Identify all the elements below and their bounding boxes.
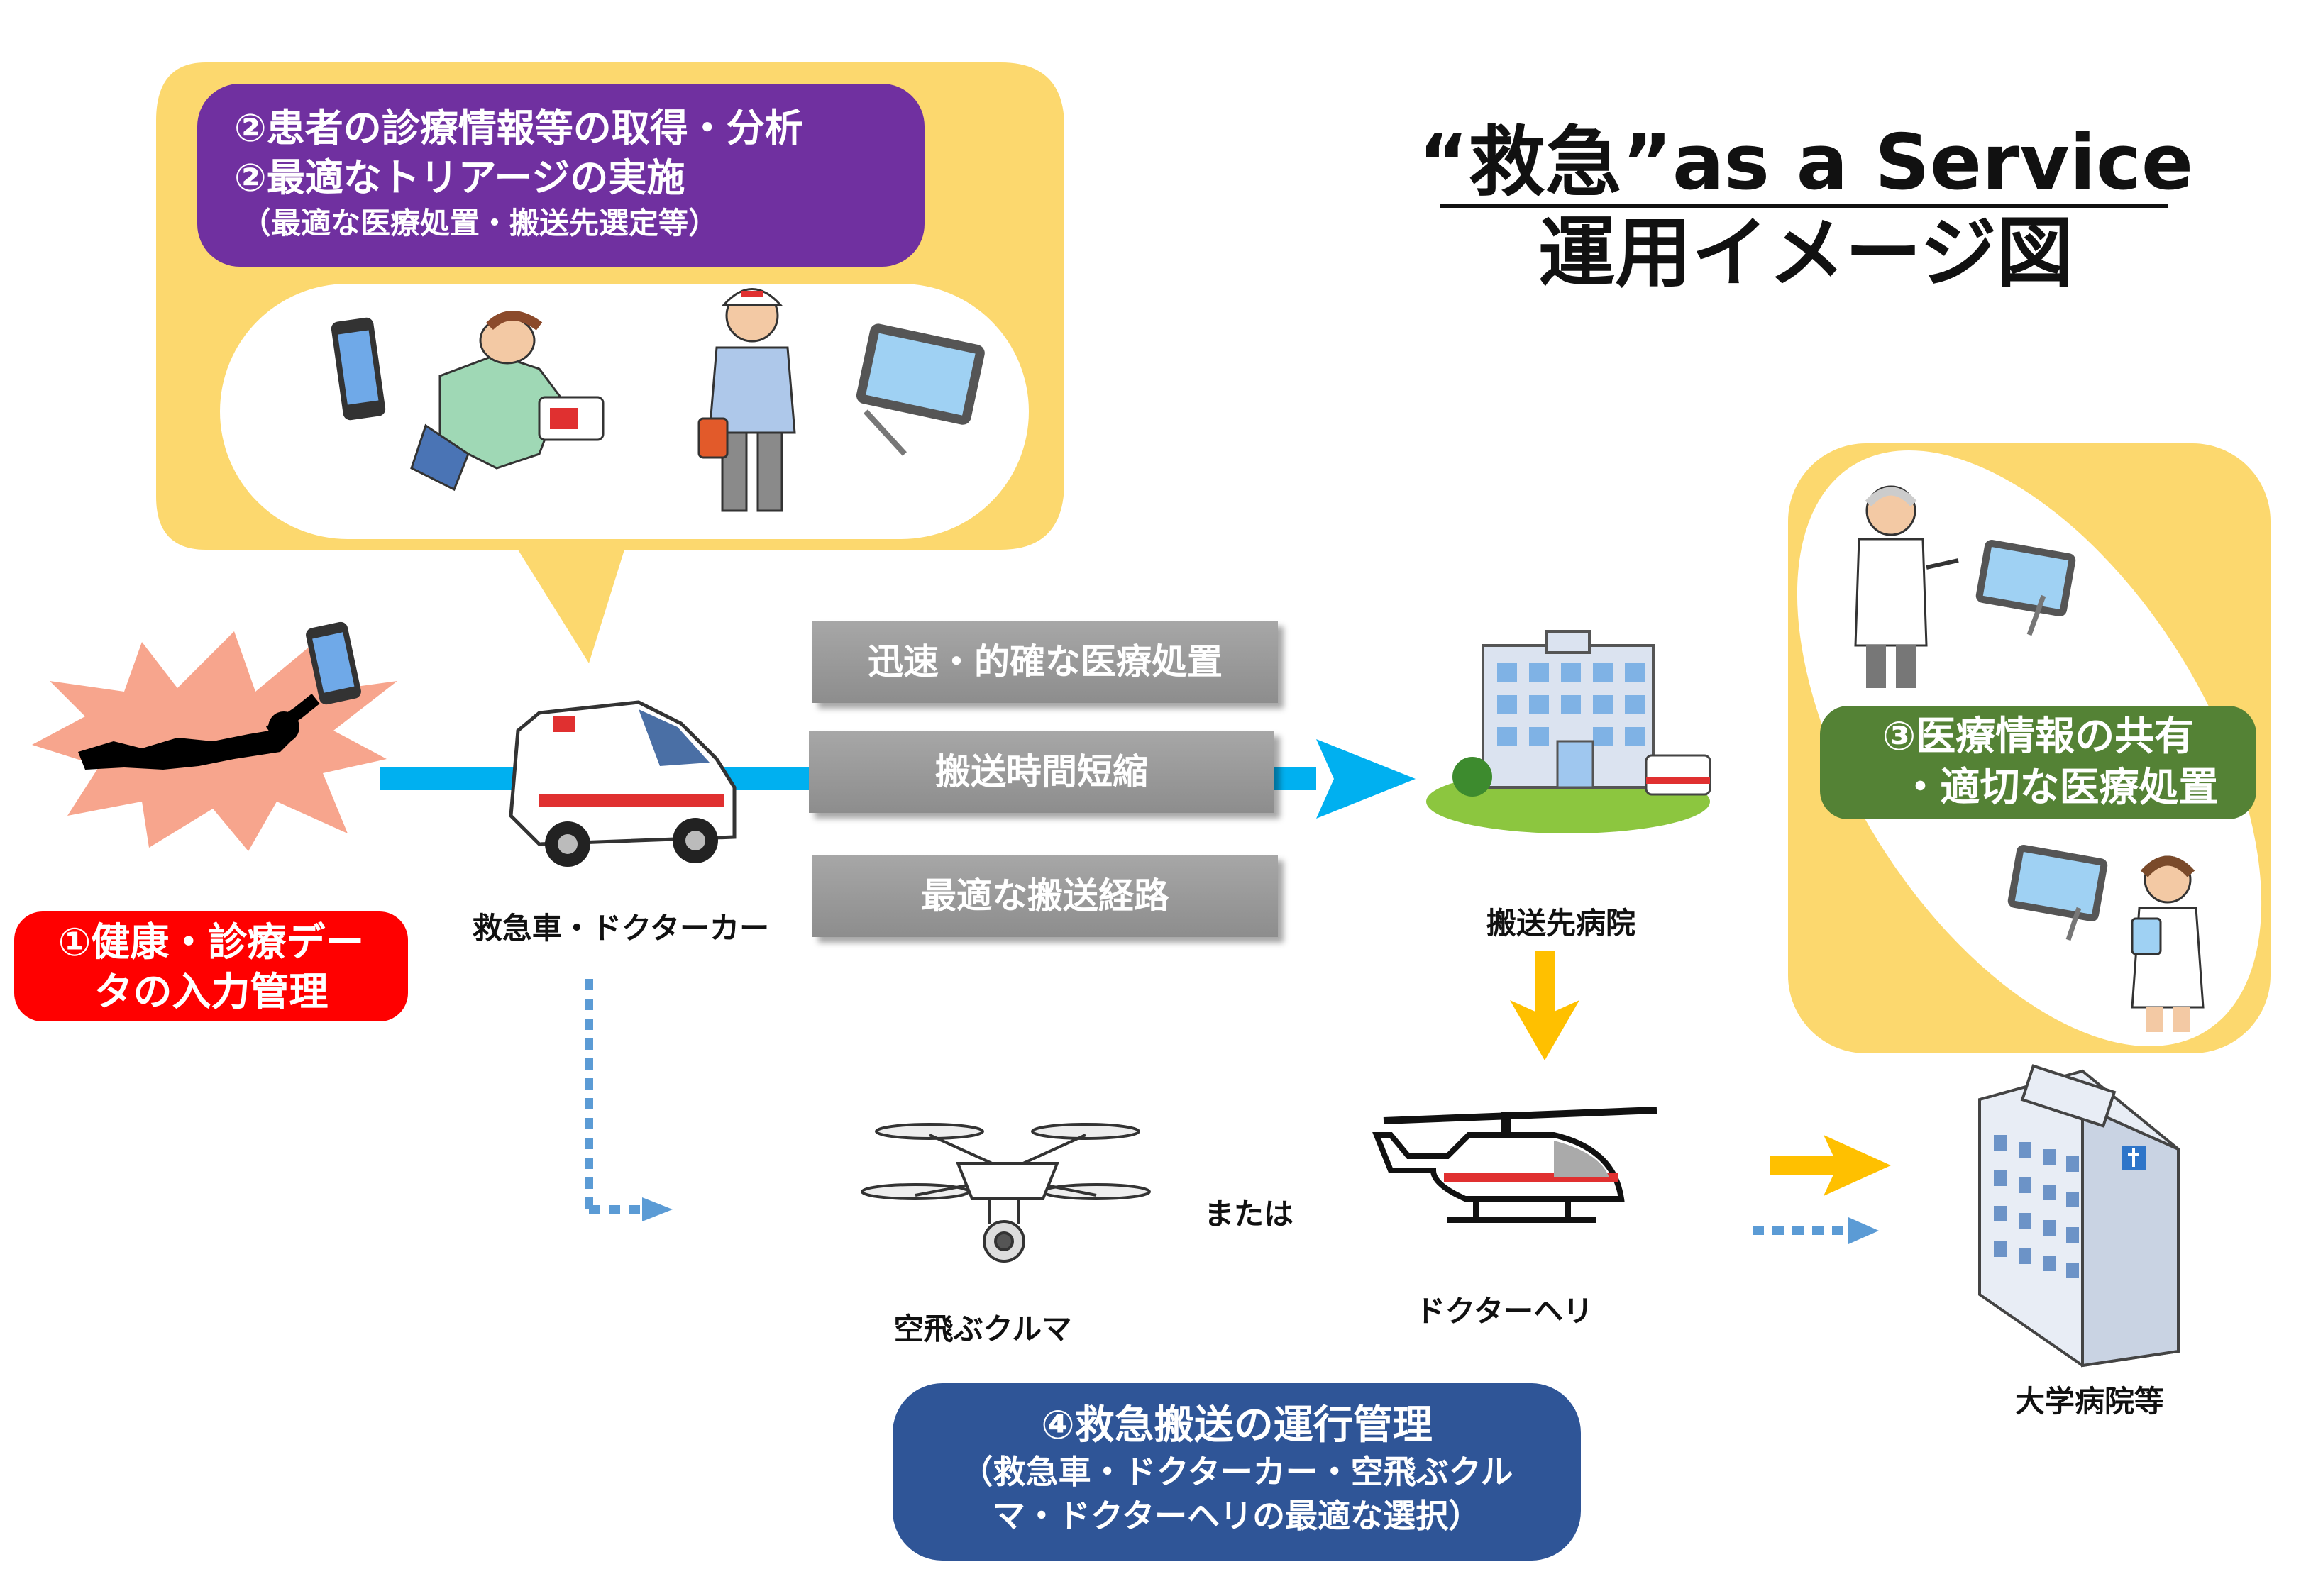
step4-line3: マ・ドクターヘリの最適な選択） <box>992 1497 1482 1535</box>
university-hospital-icon <box>1978 1064 2180 1368</box>
step1-line1: ①健康・診療デー <box>57 919 365 965</box>
benefit-shorter-transport: 搬送時間短縮 <box>809 731 1274 813</box>
step1-line2: タの入力管理 <box>94 969 329 1014</box>
university-hospital-label: 大学病院等 <box>2014 1384 2164 1419</box>
title-line2: 運用イメージ図 <box>1538 209 2073 298</box>
step2-line1: ②患者の診療情報等の取得・分析 <box>234 106 803 150</box>
step2-line3: （最適な医療処置・搬送先選定等） <box>241 206 719 240</box>
title-line1: “救急”as a Service <box>1418 118 2194 207</box>
page-title: “救急”as a Service 運用イメージ図 <box>1405 121 2207 301</box>
benefit-optimal-route: 最適な搬送経路 <box>812 855 1278 937</box>
tablet-icon-bubble <box>856 323 985 456</box>
or-label: または <box>1203 1197 1293 1231</box>
step3-box: ③医療情報の共有 ・適切な医療処置 <box>1820 706 2256 819</box>
helicopter-label: ドクターヘリ <box>1415 1294 1594 1329</box>
collapsed-person-icon <box>32 631 397 851</box>
destination-hospital-label: 搬送先病院 <box>1486 906 1635 941</box>
dotted-arrow-to-university <box>1753 1217 1879 1244</box>
benefit-quick-treatment: 迅速・的確な医療処置 <box>812 621 1278 703</box>
cpr-patient-icon <box>410 311 605 492</box>
paramedic-icon <box>697 288 796 512</box>
step3-line2: ・適切な医療処置 <box>1900 765 2219 811</box>
drone-icon <box>861 1123 1151 1263</box>
yellow-down-arrow <box>1510 951 1579 1060</box>
ambulance-label: 救急車・ドクターカー <box>472 911 770 946</box>
ambulance-icon <box>509 700 737 867</box>
dotted-arrow-to-flying-car <box>585 979 649 1214</box>
step4-box: ④救急搬送の運行管理 （救急車・ドクターカー・空飛ぶクル マ・ドクターヘリの最適… <box>893 1383 1581 1561</box>
helicopter-icon <box>1372 1107 1657 1223</box>
yellow-right-arrow <box>1770 1135 1891 1196</box>
smartphone-icon-person <box>306 621 361 705</box>
step3-line1: ③医療情報の共有 <box>1882 714 2195 760</box>
step2-line2: ②最適なトリアージの実施 <box>234 155 685 200</box>
step2-box: ②患者の診療情報等の取得・分析 ②最適なトリアージの実施 （最適な医療処置・搬送… <box>197 84 925 267</box>
doctor-icon <box>1854 485 1959 688</box>
flying-car-label: 空飛ぶクルマ <box>893 1312 1072 1346</box>
tablet-icon-doctor <box>1975 539 2076 636</box>
step1-box: ①健康・診療デー タの入力管理 <box>14 911 408 1021</box>
dotted-arrow-head-1 <box>642 1197 673 1221</box>
tablet-icon-nurse-left <box>2007 844 2108 941</box>
step4-line2: （救急車・ドクターカー・空飛ぶクル <box>960 1453 1513 1491</box>
smartphone-icon-bubble <box>331 317 386 421</box>
hospital-icon <box>1426 630 1711 833</box>
nurse-icon <box>2131 855 2205 1032</box>
step4-line1: ④救急搬送の運行管理 <box>1041 1402 1433 1448</box>
